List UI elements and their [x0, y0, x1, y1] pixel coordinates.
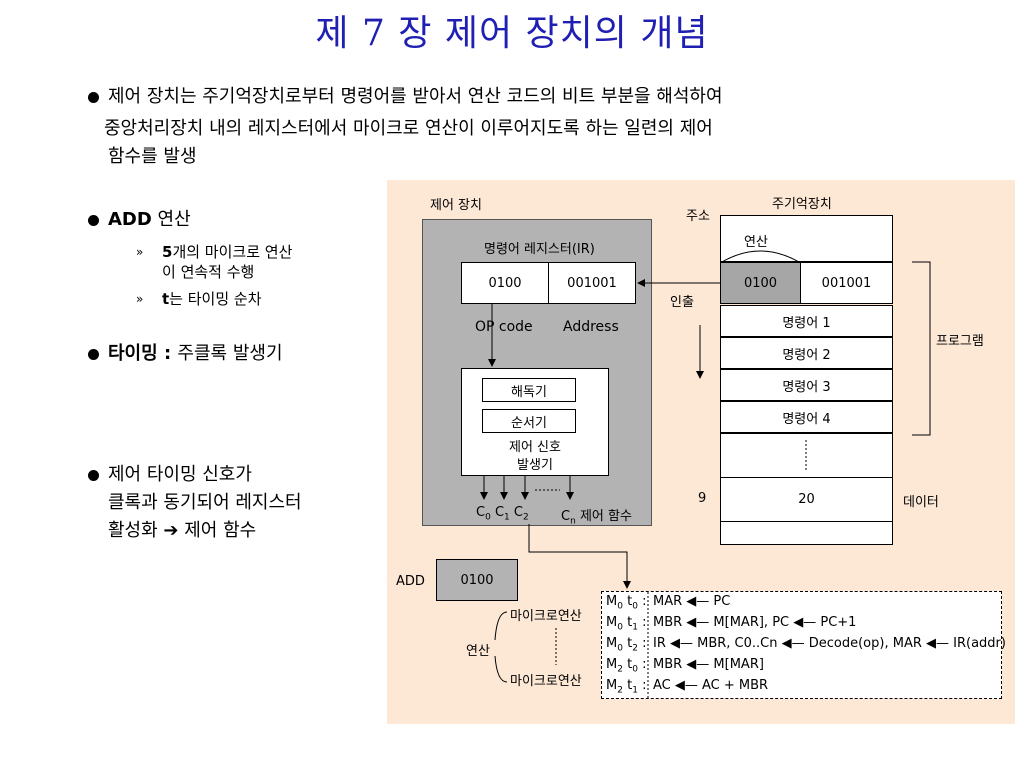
micro-op-step: M2 t1 : [606, 678, 647, 696]
bullet-icon [88, 215, 99, 226]
address-word: 주소 [686, 209, 710, 224]
chevron-icon: » [136, 292, 144, 306]
program-bracket [912, 261, 931, 436]
control-unit-label: 제어 장치 [430, 198, 482, 213]
instruction-4: 명령어 4 [720, 401, 893, 433]
micro-op-text: MAR ◀— PC [653, 594, 731, 609]
generator-label-2: 발생기 [517, 458, 553, 473]
micro-op-step: M0 t0 : [606, 594, 647, 612]
address-label: Address [563, 319, 619, 335]
add-label: ADD [396, 574, 425, 589]
bullet-icon [88, 349, 99, 360]
instruction-1: 명령어 1 [720, 305, 893, 337]
chevron-icon: » [136, 245, 144, 259]
generator-label-1: 제어 신호 [509, 440, 561, 455]
micro-op-table: M0 t0 : MAR ◀— PC M0 t1 : MBR ◀— M[MAR],… [601, 591, 1006, 699]
sequencer-box: 순서기 [482, 409, 576, 433]
data-cell: 20 [720, 477, 893, 522]
control-signals-label: C0 C1 C2 [476, 505, 529, 523]
micro-op-step: M0 t1 : [606, 615, 647, 633]
micro-op-step: M2 t0 : [606, 657, 647, 675]
signal-to-table [528, 524, 631, 589]
micro-op-row: M0 t1 : MBR ◀— M[MAR], PC ◀— PC+1 [602, 613, 1001, 634]
add-heading: ADD 연산 [108, 209, 191, 230]
micro-op-text: MBR ◀— M[MAR] [653, 657, 764, 672]
micro-op-step: M0 t2 : [606, 636, 647, 654]
ir-address-cell: 001001 [548, 262, 636, 304]
add-sub-1-cont: 이 연속적 수행 [162, 263, 255, 281]
opcode-arc [721, 250, 800, 263]
micro-op-row: M2 t1 : AC ◀— AC + MBR [602, 676, 1001, 697]
fetch-label: 인출 [670, 295, 694, 310]
instruction-3: 명령어 3 [720, 369, 893, 401]
intro-line-2: 중앙처리장치 내의 레지스터에서 마이크로 연산이 이루어지도록 하는 일련의 … [104, 118, 713, 139]
cn-signal-label: Cn 제어 함수 [561, 509, 632, 527]
micro-op-text: IR ◀— MBR, C0..Cn ◀— Decode(op), MAR ◀— … [653, 636, 1006, 651]
data-address: 9 [698, 491, 707, 506]
program-label: 프로그램 [936, 334, 984, 349]
bullet-icon [88, 92, 99, 103]
signal-line-1: 제어 타이밍 신호가 [108, 464, 252, 485]
page-title: 제 7 장 제어 장치의 개념 [315, 13, 709, 54]
micro-op-row: M0 t0 : MAR ◀— PC [602, 592, 1001, 613]
op-word: 연산 [466, 644, 490, 659]
memory-bottom-cell [720, 521, 893, 545]
memory-opcode-cell: 0100 [720, 262, 801, 304]
memory-top-cell [720, 215, 893, 262]
micro-op-text: MBR ◀— M[MAR], PC ◀— PC+1 [653, 615, 857, 630]
right-arrow-icon: ➔ [163, 520, 179, 541]
ir-label: 명령어 레지스터(IR) [484, 242, 595, 257]
intro-line-3: 함수를 발생 [108, 146, 197, 167]
bullet-icon [88, 470, 99, 481]
micro-op-label-top: 마이크로연산 [510, 609, 582, 624]
signal-line-2: 클록과 동기되어 레지스터 [108, 492, 302, 513]
memory-address-cell: 001001 [800, 262, 893, 304]
data-label: 데이터 [903, 495, 939, 510]
micro-op-row: M2 t0 : MBR ◀— M[MAR] [602, 655, 1001, 676]
add-sub-2: t는 타이밍 순차 [162, 290, 262, 308]
op-code-label: OP code [475, 319, 533, 335]
op-brace [494, 611, 508, 683]
micro-op-row: M0 t2 : IR ◀— MBR, C0..Cn ◀— Decode(op),… [602, 634, 1006, 655]
timing-text: 타이밍 : 주클록 발생기 [108, 343, 283, 364]
micro-op-label-bottom: 마이크로연산 [510, 674, 582, 689]
instruction-2: 명령어 2 [720, 337, 893, 369]
opcode-word: 연산 [744, 235, 768, 250]
micro-op-text: AC ◀— AC + MBR [653, 678, 769, 693]
memory-label: 주기억장치 [772, 197, 832, 212]
decoder-box: 해독기 [482, 378, 576, 402]
intro-line-1: 제어 장치는 주기억장치로부터 명령어를 받아서 연산 코드의 비트 부분을 해… [108, 86, 723, 107]
signal-line-3: 활성화 ➔ 제어 함수 [108, 520, 257, 541]
add-sub-1: 5개의 마이크로 연산 [162, 243, 293, 261]
add-opcode-box: 0100 [436, 559, 518, 601]
